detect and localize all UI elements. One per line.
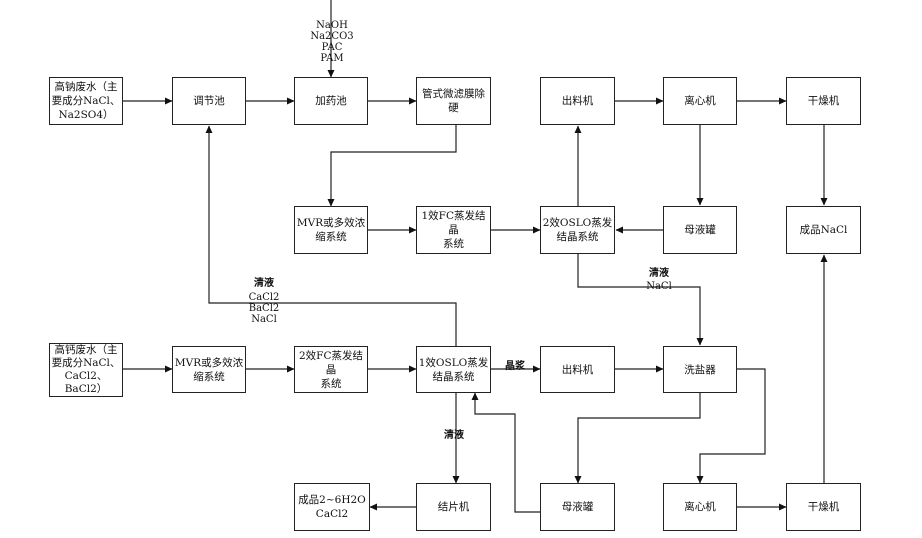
node-jiayao-pool: 加药池 xyxy=(294,77,368,125)
label-clear-liquid-2: 清液 xyxy=(649,268,669,279)
edge-oslo1-recycle-to-tiaojie xyxy=(205,125,457,346)
node-oslo-evaporator-2: 2效OSLO蒸发 结晶系统 xyxy=(540,206,615,254)
node-high-calcium-wastewater: 高钙废水（主 要成分NaCl、 CaCl2、 BaCl2） xyxy=(49,343,123,397)
edge-xiyan-to-lixin2 xyxy=(696,368,766,484)
node-tiaojie-pool: 调节池 xyxy=(172,77,246,125)
node-fc-evaporator-1: 1效FC蒸发结晶 系统 xyxy=(416,206,491,254)
node-salt-washer: 洗盐器 xyxy=(663,346,737,393)
label-clear-liquid-1-contents: CaCl2 BaCl2 NaCl xyxy=(248,292,280,325)
edge-xiyan-to-muye2 xyxy=(574,393,701,484)
node-dryer-2: 干燥机 xyxy=(786,483,861,531)
node-centrifuge-1: 离心机 xyxy=(663,77,737,125)
node-product-nacl: 成品NaCl xyxy=(786,206,861,254)
node-discharger-1: 出料机 xyxy=(540,77,615,125)
label-crystal-slurry: 晶浆 xyxy=(505,361,525,372)
node-dryer-1: 干燥机 xyxy=(786,77,861,125)
node-mvr-1: MVR或多效浓 缩系统 xyxy=(294,206,368,254)
label-chemicals: NaOH Na2CO3 PAC PAM xyxy=(310,20,354,64)
node-discharger-2: 出料机 xyxy=(540,346,615,393)
label-clear-liquid-2-contents: NaCl xyxy=(646,281,672,292)
edge-membrane-to-mvr1 xyxy=(327,125,457,207)
node-mother-liquor-tank-2: 母液罐 xyxy=(540,483,615,531)
node-oslo-evaporator-1: 1效OSLO蒸发 结晶系统 xyxy=(416,346,491,393)
node-mother-liquor-tank-1: 母液罐 xyxy=(663,206,737,254)
node-mvr-2: MVR或多效浓 缩系统 xyxy=(172,346,246,393)
edge-oslo2-to-xiyan xyxy=(577,254,704,346)
label-clear-liquid-3: 清液 xyxy=(444,430,464,441)
node-tubular-membrane: 管式微滤膜除 硬 xyxy=(416,77,491,125)
node-high-sodium-wastewater: 高钠废水（主 要成分NaCl、 Na2SO4） xyxy=(49,77,123,125)
node-centrifuge-2: 离心机 xyxy=(663,483,737,531)
edge-muye2-to-oslo1 xyxy=(471,392,540,513)
node-fc-evaporator-2: 2效FC蒸发结晶 系统 xyxy=(294,346,368,393)
label-clear-liquid-1: 清液 xyxy=(254,278,274,289)
node-flaker: 结片机 xyxy=(416,483,491,531)
node-product-cacl2: 成品2~6H2O CaCl2 xyxy=(294,483,370,531)
